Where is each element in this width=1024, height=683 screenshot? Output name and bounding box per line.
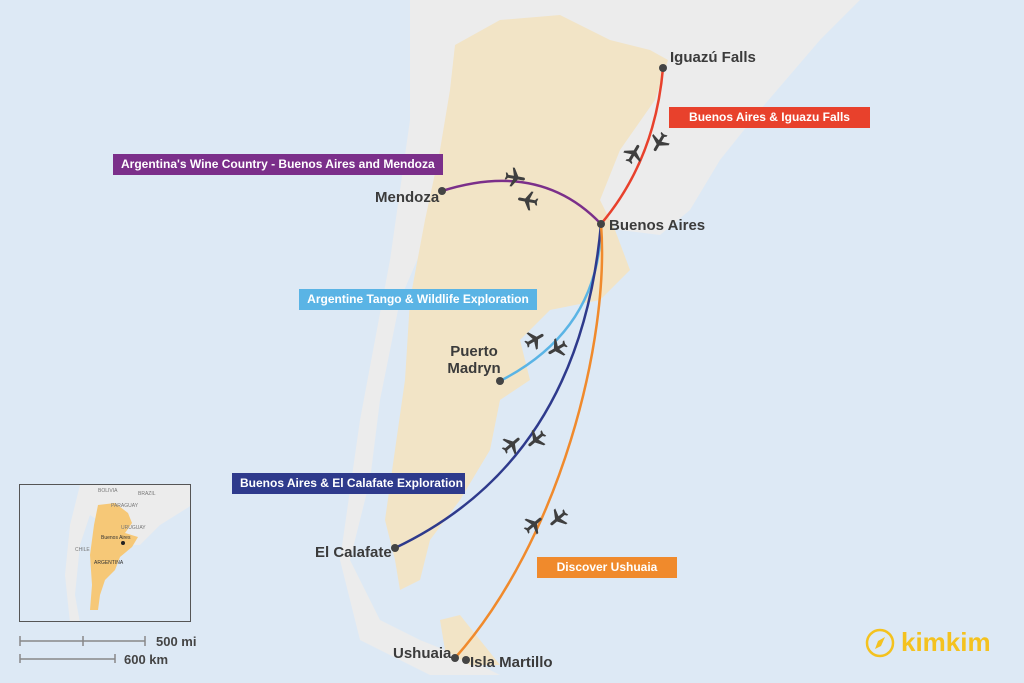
label-ushuaia: Ushuaia bbox=[393, 645, 452, 662]
label-mendoza: Mendoza bbox=[375, 189, 440, 206]
label-isla-martillo: Isla Martillo bbox=[470, 654, 553, 671]
compass-icon bbox=[865, 628, 895, 657]
inset-label-paraguay: PARAGUAY bbox=[111, 503, 139, 509]
marker-buenos-aires[interactable] bbox=[597, 220, 605, 228]
inset-label-buenos-aires: Buenos Aires bbox=[101, 535, 131, 541]
inset-label-bolivia: BOLIVIA bbox=[98, 488, 118, 494]
scale-km: 600 km bbox=[124, 652, 169, 667]
inset-map: BOLIVIA BRAZIL PARAGUAY URUGUAY CHILE AR… bbox=[19, 484, 191, 622]
scale-bars bbox=[19, 636, 146, 663]
inset-land bbox=[65, 485, 190, 621]
label-buenos-aires: Buenos Aires bbox=[609, 217, 706, 234]
label-iguazu: Iguazú Falls bbox=[670, 49, 756, 66]
inset-label-uruguay: URUGUAY bbox=[121, 525, 146, 531]
route-tag-mendoza[interactable]: Argentina's Wine Country - Buenos Aires … bbox=[113, 154, 443, 175]
marker-puerto-madryn[interactable] bbox=[496, 377, 504, 385]
route-tag-puerto-madryn[interactable]: Argentine Tango & Wildlife Exploration bbox=[299, 289, 537, 310]
inset-label-brazil: BRAZIL bbox=[138, 491, 156, 497]
kimkim-logo: kimkim bbox=[865, 627, 991, 658]
label-puerto-madryn: Puerto Madryn bbox=[447, 343, 501, 377]
route-el-calafate bbox=[394, 223, 603, 550]
route-tag-iguazu[interactable]: Buenos Aires & Iguazu Falls bbox=[669, 107, 870, 128]
route-tag-el-calafate[interactable]: Buenos Aires & El Calafate Exploration bbox=[232, 473, 465, 494]
marker-el-calafate[interactable] bbox=[391, 544, 399, 552]
logo-text: kimkim bbox=[901, 627, 991, 657]
marker-iguazu[interactable] bbox=[659, 64, 667, 72]
inset-label-argentina: ARGENTINA bbox=[94, 560, 124, 566]
route-iguazu bbox=[600, 67, 665, 225]
scale-miles: 500 mi bbox=[156, 634, 197, 649]
route-ushuaia bbox=[454, 223, 604, 659]
route-tag-ushuaia[interactable]: Discover Ushuaia bbox=[537, 557, 677, 578]
plane-icon bbox=[514, 186, 542, 214]
marker-mendoza[interactable] bbox=[438, 187, 446, 195]
route-mendoza bbox=[441, 179, 602, 225]
marker-ushuaia[interactable] bbox=[451, 654, 459, 662]
inset-label-chile: CHILE bbox=[75, 547, 90, 553]
marker-isla-martillo[interactable] bbox=[462, 656, 470, 664]
label-el-calafate: El Calafate bbox=[315, 544, 392, 561]
